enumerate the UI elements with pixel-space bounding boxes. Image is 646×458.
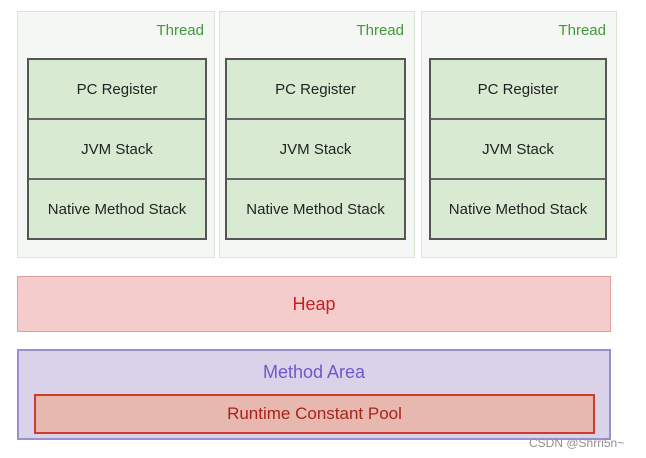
thread-box-2: Thread PC Register JVM Stack Native Meth… [219,11,415,258]
thread-box-1: Thread PC Register JVM Stack Native Meth… [17,11,215,258]
native-method-stack: Native Method Stack [47,200,187,218]
thread-label: Thread [156,22,204,39]
heap-label: Heap [292,293,336,314]
method-area: Method Area Runtime Constant Pool [17,349,611,440]
thread-label: Thread [558,22,606,39]
runtime-constant-pool: Runtime Constant Pool [34,394,595,434]
pc-register: PC Register [431,60,605,120]
jvm-stack: JVM Stack [29,120,205,180]
thread-memory-stack: PC Register JVM Stack Native Method Stac… [225,58,406,240]
runtime-constant-pool-label: Runtime Constant Pool [227,404,402,423]
native-method-stack: Native Method Stack [448,200,588,218]
thread-memory-stack: PC Register JVM Stack Native Method Stac… [429,58,607,240]
native-method-stack: Native Method Stack [246,200,385,218]
pc-register: PC Register [227,60,404,120]
thread-memory-stack: PC Register JVM Stack Native Method Stac… [27,58,207,240]
pc-register: PC Register [29,60,205,120]
thread-label: Thread [356,22,404,39]
heap-area: Heap [17,276,611,332]
watermark: CSDN @Shrri5n~ [529,436,625,450]
method-area-label: Method Area [262,362,366,382]
jvm-stack: JVM Stack [431,120,605,180]
thread-box-3: Thread PC Register JVM Stack Native Meth… [421,11,617,258]
jvm-stack: JVM Stack [227,120,404,180]
